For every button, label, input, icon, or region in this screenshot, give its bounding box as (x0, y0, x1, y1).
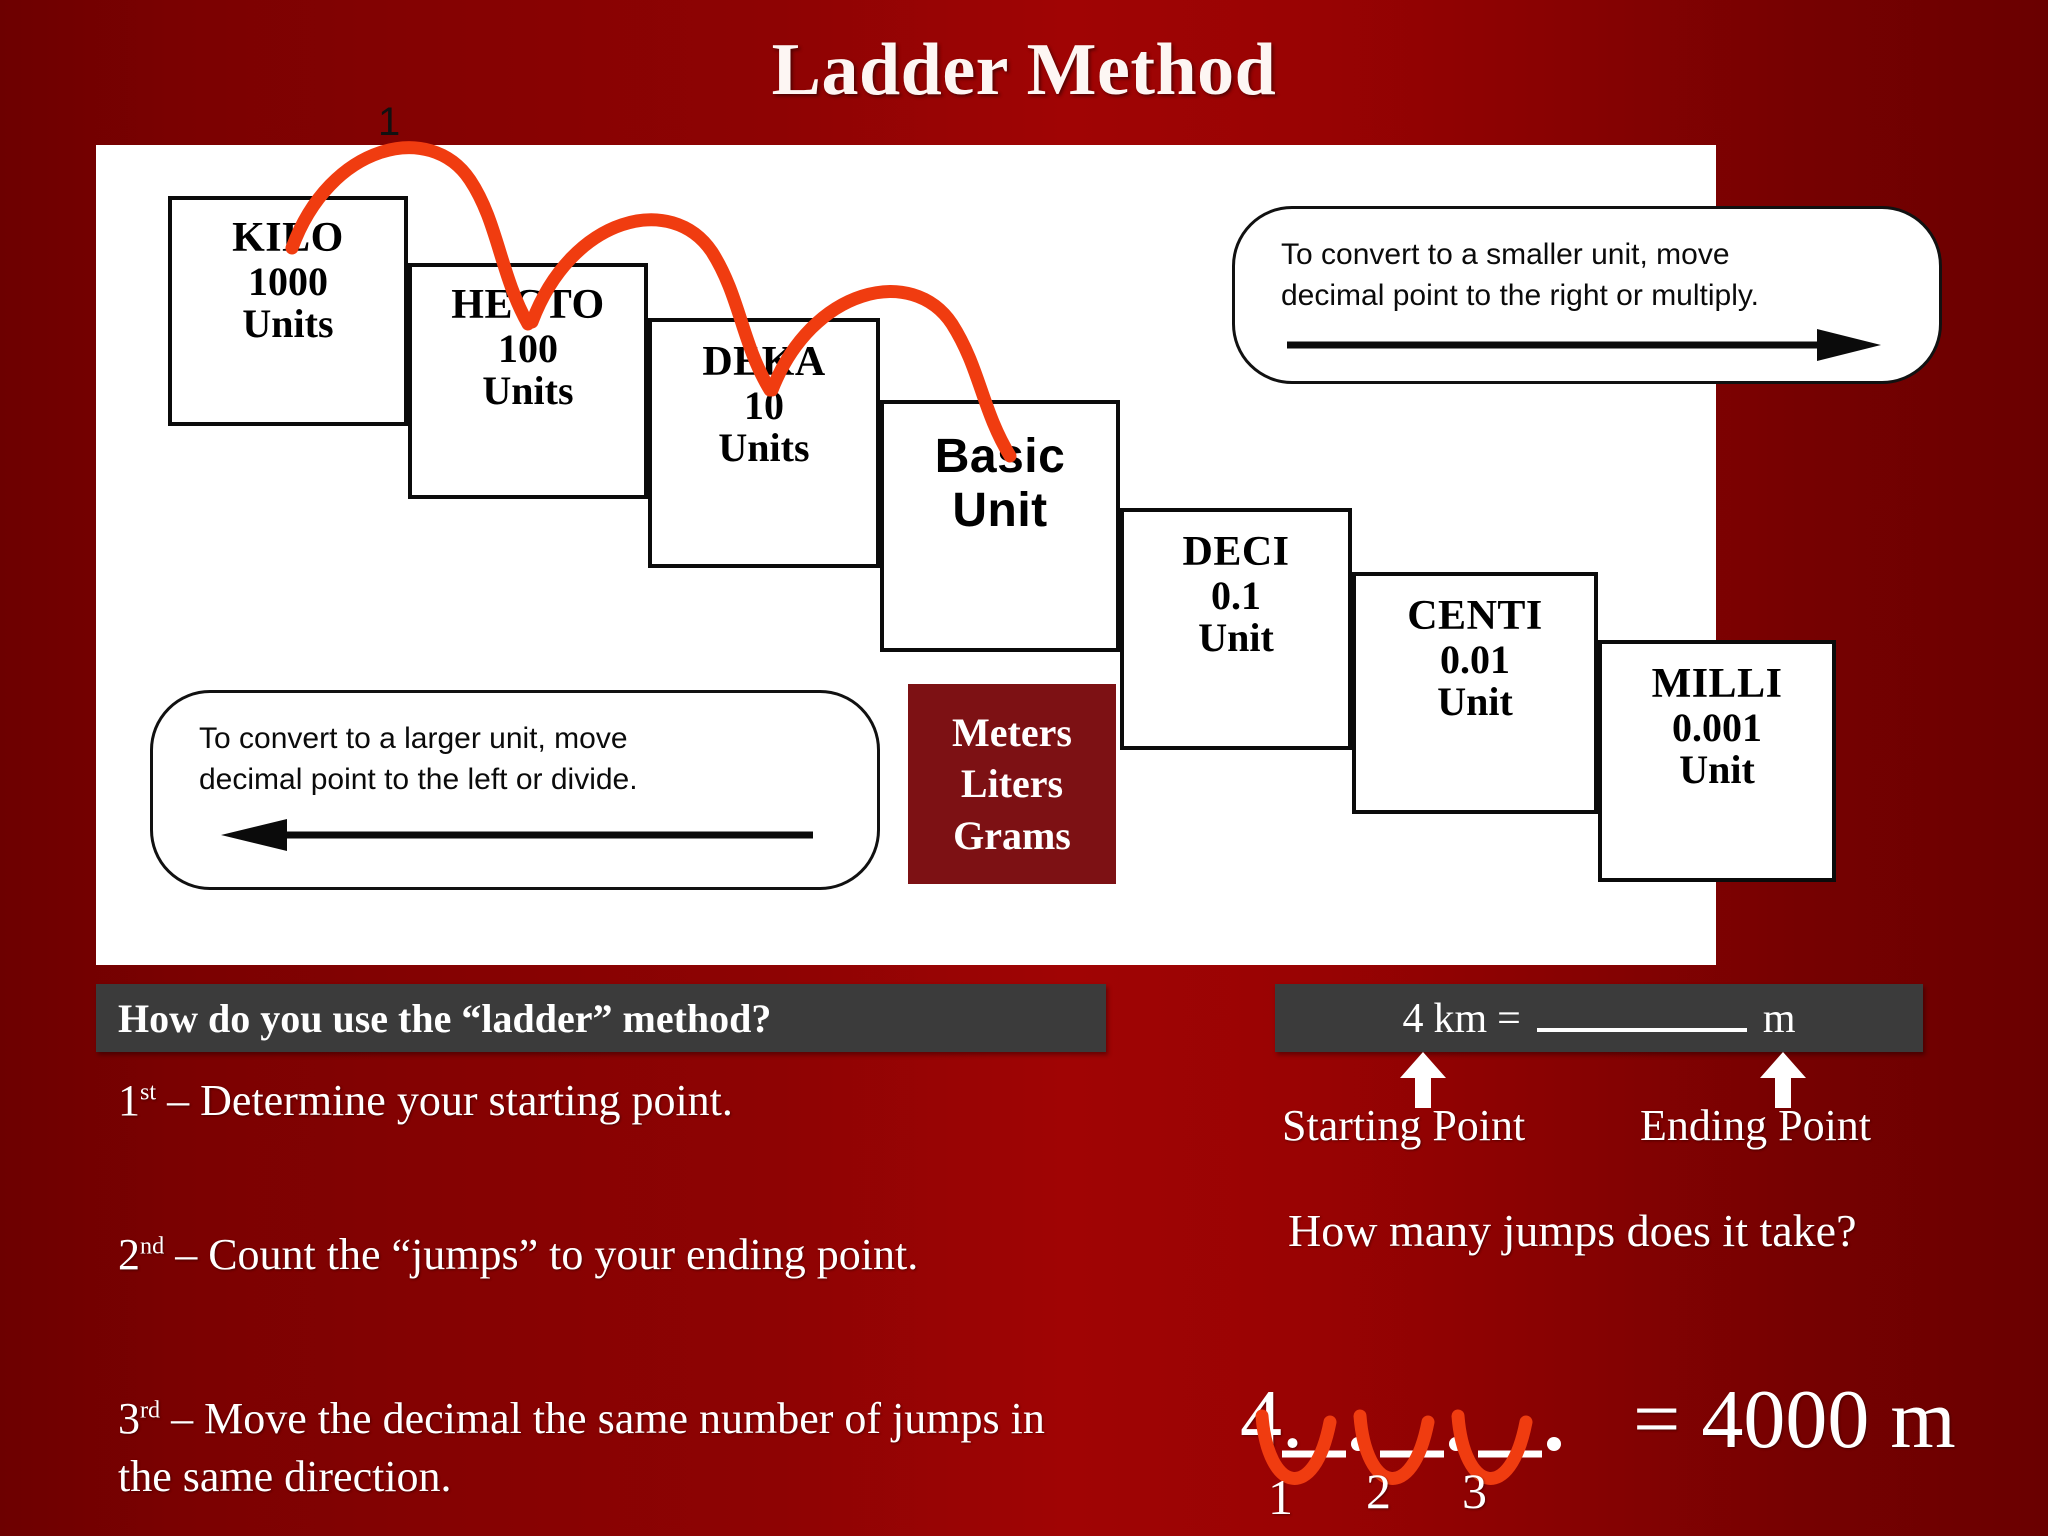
ladder-step-hecto-name: HECTO (451, 282, 605, 328)
ladder-step-deka-value: 10 (744, 382, 784, 428)
instruction-step-3-ordinal: 3 (118, 1394, 140, 1443)
ladder-step-centi[interactable]: CENTI 0.01 Unit (1352, 572, 1598, 814)
instruction-step-2-text: – Count the “jumps” to your ending point… (164, 1230, 919, 1279)
decimal-jump-count-1: 1 (1268, 1469, 1293, 1525)
ladder-step-milli-name: MILLI (1651, 661, 1783, 707)
ladder-step-basic-line2: Unit (952, 483, 1048, 537)
instruction-step-1-ordinal: 1 (118, 1076, 140, 1125)
instruction-step-1: 1st – Determine your starting point. (118, 1072, 1098, 1130)
equation-to-unit: m (1762, 995, 1796, 1042)
instructions-header-text: How do you use the “ladder” method? (118, 995, 772, 1041)
ladder-step-basic-unit[interactable]: Basic Unit (880, 400, 1120, 652)
instruction-step-3: 3rd – Move the decimal the same number o… (118, 1390, 1048, 1506)
instruction-step-3-text: – Move the decimal the same number of ju… (118, 1394, 1045, 1502)
final-answer-equation: 4.= 4000 m (1240, 1378, 1956, 1462)
ladder-step-deka[interactable]: DEKA 10 Units (648, 318, 880, 568)
instruction-step-2-suffix: nd (140, 1232, 165, 1260)
ending-point-label: Ending Point (1640, 1101, 1872, 1150)
ladder-step-deci-name: DECI (1182, 529, 1290, 575)
starting-point-label: Starting Point (1282, 1101, 1526, 1150)
callout-smaller-line2: decimal point to the right or multiply. (1281, 278, 1759, 312)
ladder-step-deci-value: 0.1 (1211, 572, 1261, 618)
ladder-step-milli-value: 0.001 (1672, 704, 1762, 750)
callout-larger-unit: To convert to a larger unit, move decima… (150, 690, 880, 890)
base-unit-grams: Grams (953, 812, 1071, 858)
equation-value: 4 (1402, 995, 1424, 1042)
instruction-step-2-ordinal: 2 (118, 1230, 140, 1279)
example-equation-banner: 4 km = m (1275, 984, 1923, 1052)
base-unit-liters: Liters (960, 761, 1064, 807)
ladder-step-deka-name: DEKA (702, 339, 826, 385)
ladder-step-deci-unit: Unit (1198, 614, 1274, 660)
starting-point-arrow-icon (1400, 1052, 1446, 1108)
ladder-step-basic-line1: Basic (934, 430, 1066, 483)
instruction-step-3-suffix: rd (140, 1396, 161, 1424)
ladder-step-milli[interactable]: MILLI 0.001 Unit (1598, 640, 1836, 882)
ladder-step-kilo-name: KILO (232, 215, 344, 261)
base-units-box: Meters Liters Grams (908, 684, 1116, 884)
ladder-step-hecto-value: 100 (498, 325, 558, 371)
callout-smaller-line1: To convert to a smaller unit, move (1281, 238, 1730, 271)
instruction-step-1-suffix: st (140, 1078, 157, 1106)
ladder-step-centi-name: CENTI (1407, 593, 1543, 639)
ladder-step-kilo-unit: Units (242, 300, 334, 346)
ladder-step-hecto[interactable]: HECTO 100 Units (408, 263, 648, 499)
arrow-right-icon (1287, 329, 1881, 361)
decimal-jump-count-3: 3 (1462, 1463, 1487, 1519)
equation-from-unit: km (1433, 995, 1488, 1042)
arrow-left-icon (221, 819, 813, 851)
callout-larger-line1: To convert to a larger unit, move (199, 722, 628, 755)
ladder-step-kilo-value: 1000 (248, 258, 328, 304)
equation-equals: = (1497, 995, 1521, 1042)
final-answer-prefix: 4. (1240, 1373, 1303, 1466)
decimal-jump-count-2: 2 (1366, 1463, 1391, 1519)
base-unit-meters: Meters (952, 710, 1072, 756)
ladder-step-centi-unit: Unit (1437, 678, 1513, 724)
callout-larger-line2: decimal point to the left or divide. (199, 762, 638, 796)
jump-question-text: How many jumps does it take? (1288, 1205, 1857, 1256)
ladder-step-deci[interactable]: DECI 0.1 Unit (1120, 508, 1352, 750)
callout-smaller-unit: To convert to a smaller unit, move decim… (1232, 206, 1942, 384)
instruction-step-1-text: – Determine your starting point. (156, 1076, 733, 1125)
ladder-step-deka-unit: Units (718, 424, 810, 470)
instructions-header-banner: How do you use the “ladder” method? (96, 984, 1106, 1052)
ending-point-arrow-icon (1760, 1052, 1806, 1108)
ladder-step-centi-value: 0.01 (1440, 636, 1510, 682)
jump-label-1: 1 (378, 100, 401, 144)
final-answer-result: = 4000 m (1633, 1373, 1956, 1466)
ladder-step-kilo[interactable]: KILO 1000 Units (168, 196, 408, 426)
ladder-step-hecto-unit: Units (482, 367, 574, 413)
ladder-step-milli-unit: Unit (1679, 746, 1755, 792)
equation-answer-blank[interactable] (1536, 994, 1747, 1032)
instruction-step-2: 2nd – Count the “jumps” to your ending p… (118, 1226, 1138, 1284)
page-title: Ladder Method (771, 29, 1277, 111)
